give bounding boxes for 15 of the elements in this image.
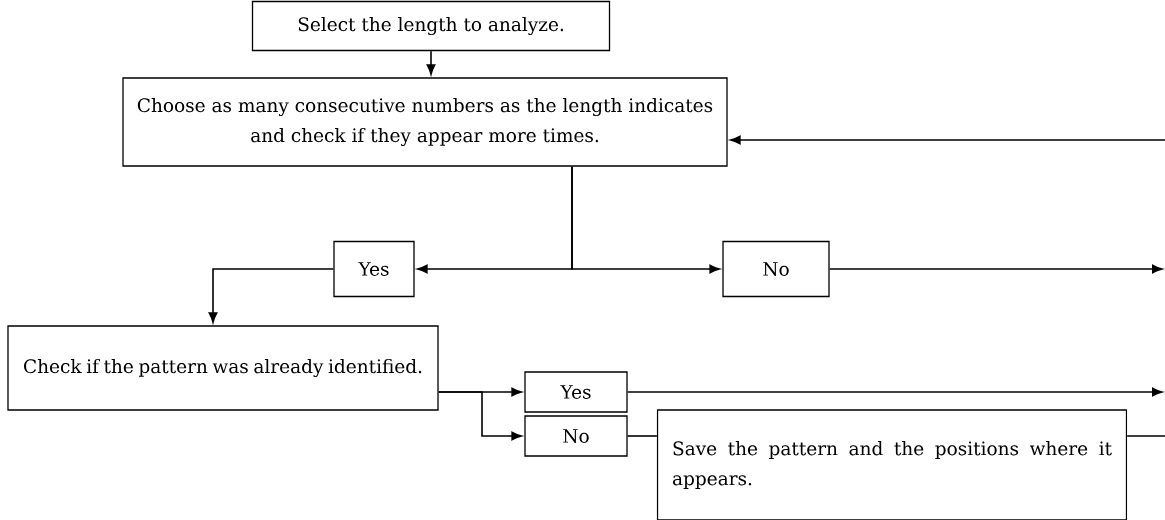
process-box: Choose as many consecutive numbers as the length indicates and check if they appear more times. (122, 77, 728, 167)
answer-box: Yes (333, 240, 415, 298)
process-box: Save the pattern and the positions where it appears. (656, 409, 1128, 520)
process-box: Select the length to analyze. (251, 0, 611, 52)
process-box: Check if the pattern was already identified. (7, 325, 439, 411)
answer-box: No (524, 415, 628, 457)
arrow (437, 391, 522, 441)
arrow (208, 268, 335, 323)
arrow (828, 264, 1163, 274)
arrow (571, 165, 720, 274)
answer-box: No (722, 240, 830, 298)
arrow (730, 135, 1165, 145)
arrow (426, 50, 436, 75)
answer-box: Yes (524, 371, 628, 413)
arrow (626, 387, 1163, 397)
